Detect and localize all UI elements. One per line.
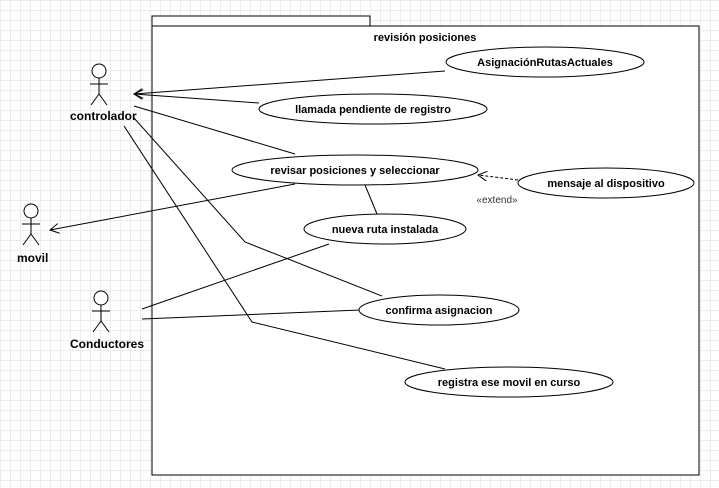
system-boundary: revisión posiciones [151, 15, 700, 476]
use-case-confirma-label: confirma asignacion [386, 305, 493, 317]
actor-movil-label: movil [17, 251, 49, 265]
assoc-conductores-nueva-ruta [141, 243, 330, 310]
assoc-revisar-movil [50, 183, 296, 230]
use-case-mensaje[interactable]: mensaje al dispositivo [517, 167, 695, 199]
assoc-controlador-revisar [133, 105, 296, 155]
use-case-nueva-ruta-label: nueva ruta instalada [332, 224, 439, 236]
use-case-mensaje-label: mensaje al dispositivo [547, 178, 665, 190]
use-case-revisar[interactable]: revisar posiciones y seleccionar [231, 154, 479, 186]
use-case-asignacion-label: AsignaciónRutasActuales [477, 57, 613, 69]
actor-controlador-label: controlador [70, 109, 137, 123]
associations [50, 70, 519, 370]
assoc-controlador-llamada [134, 94, 260, 104]
extend-label: «extend» [476, 195, 518, 206]
system-title: revisión posiciones [374, 32, 477, 44]
assoc-revisar-nueva-ruta [364, 184, 378, 215]
actor-movil-icon[interactable] [22, 203, 40, 246]
actor-conductores-icon[interactable] [92, 290, 110, 333]
assoc-conductores-confirma [141, 309, 361, 320]
assoc-controlador-registra [123, 125, 446, 370]
use-case-registra[interactable]: registra ese movil en curso [404, 366, 614, 398]
use-case-registra-label: registra ese movil en curso [438, 377, 581, 389]
use-case-llamada[interactable]: llamada pendiente de registro [258, 93, 488, 125]
use-case-nueva-ruta[interactable]: nueva ruta instalada [303, 213, 467, 245]
actor-controlador-icon[interactable] [90, 63, 108, 106]
use-case-asignacion[interactable]: AsignaciónRutasActuales [445, 46, 645, 78]
extend-mensaje-revisar [478, 175, 519, 180]
assoc-controlador-confirma [133, 117, 383, 297]
use-case-confirma[interactable]: confirma asignacion [358, 294, 520, 326]
actor-conductores-label: Conductores [70, 337, 145, 351]
use-case-revisar-label: revisar posiciones y seleccionar [270, 165, 440, 177]
assoc-controlador-asignacion [134, 70, 446, 94]
use-case-llamada-label: llamada pendiente de registro [295, 104, 451, 116]
